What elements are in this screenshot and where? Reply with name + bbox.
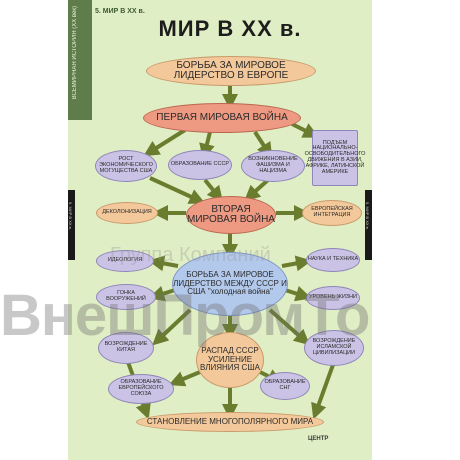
arrow-fascism-ww2 (244, 178, 270, 202)
watermark: ВнешПромТо (0, 283, 370, 348)
arrow-coldwar-arms (148, 285, 176, 302)
side-strip: ВСЕМИРНАЯ ИСТОРИЯ (ХХ век) (68, 0, 92, 120)
arrow-coldwar-ideology (148, 255, 179, 272)
node-ww1: ПЕРВАЯ МИРОВАЯ ВОЙНА (143, 103, 301, 133)
arrow-islam-multipolar (311, 361, 336, 420)
arrow-ww1-national (291, 122, 320, 138)
arrow-coldwar-science (281, 255, 312, 272)
header-small: 5. МИР В XX в. (95, 8, 145, 15)
node-china: ВОЗРОЖДЕНИЕ КИТАЯ (98, 332, 154, 364)
node-eu-integration: ЕВРОПЕЙСКАЯ ИНТЕГРАЦИЯ (302, 200, 362, 226)
publisher-logo: ЦЕНТР (308, 436, 329, 442)
node-ideology: ИДЕОЛОГИЯ (96, 250, 154, 272)
node-obraz-sssr: ОБРАЗОВАНИЕ СССР (168, 150, 232, 180)
arrow-usa-ww2 (149, 176, 206, 204)
arrow-ww1-usa (143, 128, 187, 157)
node-rost-usa: РОСТ ЭКОНОМИЧЕСКОГО МОГУЩЕСТВА США (95, 150, 157, 182)
node-ww2: ВТОРАЯ МИРОВАЯ ВОЙНА (186, 196, 276, 234)
node-fascism: ВОЗНИКНОВЕНИЕ ФАШИЗМА И НАЦИЗМА (241, 150, 305, 182)
node-eu-union: ОБРАЗОВАНИЕ ЕВРОПЕЙСКОГО СОЮЗА (108, 374, 174, 404)
left-tab: 5. МИР В XX в. (68, 190, 75, 260)
node-islam: ВОЗРОЖДЕНИЕ ИСЛАМСКОЙ ЦИВИЛИЗАЦИИ (304, 330, 364, 366)
arrow-ussr-ww2 (203, 178, 224, 203)
node-national-movements: ПОДЪЕМ НАЦИОНАЛЬНО-ОСВОБОДИТЕЛЬНОГО ДВИЖ… (305, 130, 365, 186)
arrow-collapse-eu-union (168, 370, 201, 387)
node-arms-race: ГОНКА ВООРУЖЕНИЙ (96, 284, 156, 310)
arrow-coldwar-living (284, 285, 312, 302)
arrow-coldwar-islam (268, 308, 310, 346)
node-science: НАУКА И ТЕХНИКА (306, 248, 360, 272)
node-multipolar: СТАНОВЛЕНИЕ МНОГОПОЛЯРНОГО МИРА (136, 412, 324, 432)
right-tab: 5. МИР В XX в. (365, 190, 372, 260)
node-borba-europe: БОРЬБА ЗА МИРОВОЕ ЛИДЕРСТВО В ЕВРОПЕ (146, 56, 316, 86)
node-sng: ОБРАЗОВАНИЕ СНГ (260, 372, 310, 400)
page-title: МИР В XX в. (158, 16, 302, 41)
arrow-coldwar-china (152, 308, 192, 346)
node-cold-war: БОРЬБА ЗА МИРОВОЕ ЛИДЕРСТВО МЕЖДУ СССР И… (172, 252, 288, 316)
arrow-ww1-fascism (253, 130, 273, 159)
arrow-ww1-ussr (199, 131, 215, 160)
node-decolonization: ДЕКОЛОНИЗАЦИЯ (96, 202, 158, 224)
right-tab-text: 5. МИР В XX в. (365, 202, 370, 230)
watermark-small: Группа Компаний (110, 244, 271, 266)
node-living-standard: УРОВЕНЬ ЖИЗНИ (306, 286, 360, 310)
left-tab-text: 5. МИР В XX в. (68, 202, 73, 230)
node-collapse: РАСПАД СССР УСИЛЕНИЕ ВЛИЯНИЯ США (196, 332, 264, 388)
